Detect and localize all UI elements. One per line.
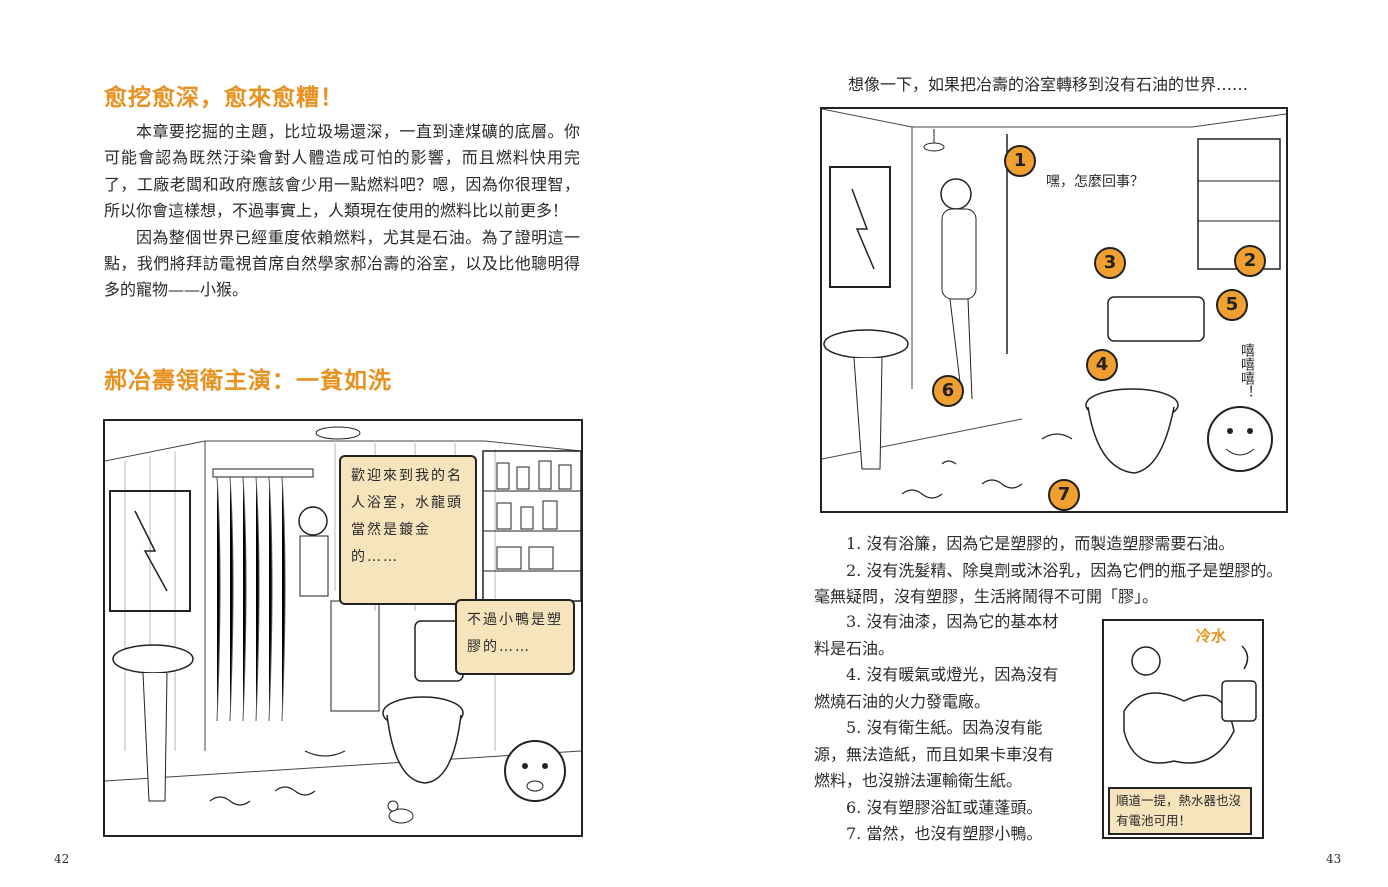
marker-badge: 1 <box>1004 145 1036 177</box>
list-full-width: 1. 沒有浴簾，因為它是塑膠的，而製造塑膠需要石油。 2. 沒有洗髮精、除臭劑或… <box>814 531 1292 611</box>
list-item: 2. 沒有洗髮精、除臭劑或沐浴乳，因為它們的瓶子是塑膠的。毫無疑問，沒有塑膠，生… <box>814 560 1283 607</box>
intro-text: 本章要挖掘的主題，比垃圾場還深，一直到達煤礦的底層。你可能會認為既然汙染會對人體… <box>104 119 580 304</box>
bathroom-illustration: 歡迎來到我的名人浴室，水龍頭當然是鍍金的…… 不過小鴨是塑膠的…… <box>103 419 583 837</box>
speech-bubble: 不過小鴨是塑膠的…… <box>455 599 575 675</box>
list-item: 4. 沒有暖氣或燈光，因為沒有燃燒石油的火力發電廠。 <box>814 665 1059 711</box>
sound-effect: 冷水 <box>1196 627 1227 645</box>
cold-water-drawing <box>1123 645 1257 764</box>
intro-line: 想像一下，如果把冶壽的浴室轉移到沒有石油的世界…… <box>848 75 1249 94</box>
panel-caption: 順道一提，熱水器也沒有電池可用！ <box>1108 787 1252 835</box>
list-item: 6. 沒有塑膠浴缸或蓮蓬頭。 <box>846 797 1043 817</box>
callout-text: 嘿，怎麼回事？ <box>1046 174 1144 190</box>
section-heading: 愈挖愈深，愈來愈糟！ <box>104 85 344 111</box>
list-item: 3. 沒有油漆，因為它的基本材料是石油。 <box>814 612 1059 658</box>
empty-bathroom-drawing <box>822 109 1286 499</box>
marker-badge: 6 <box>932 375 964 407</box>
callout-text: 嘻嘻嘻！ <box>1239 343 1255 399</box>
cold-water-illustration: 冷水 順道一提，熱水器也沒有電池可用！ <box>1102 619 1264 839</box>
list-wrapped: 3. 沒有油漆，因為它的基本材料是石油。 4. 沒有暖氣或燈光，因為沒有燃燒石油… <box>814 609 1066 848</box>
paragraph: 本章要挖掘的主題，比垃圾場還深，一直到達煤礦的底層。你可能會認為既然汙染會對人體… <box>104 122 580 221</box>
list-item: 5. 沒有衛生紙。因為沒有能源，無法造紙，而且如果卡車沒有燃料，也沒辦法運輸衛生… <box>814 718 1055 790</box>
right-page: 想像一下，如果把冶壽的浴室轉移到沒有石油的世界…… <box>694 0 1388 887</box>
page-number: 43 <box>1326 852 1342 866</box>
speech-bubble: 歡迎來到我的名人浴室，水龍頭當然是鍍金的…… <box>339 455 477 605</box>
left-page: 愈挖愈深，愈來愈糟！ 本章要挖掘的主題，比垃圾場還深，一直到達煤礦的底層。你可能… <box>54 85 583 866</box>
empty-bathroom-illustration: 嘿，怎麼回事？ 嘻嘻嘻！ 1 2 3 4 5 6 7 <box>820 107 1288 513</box>
list-item: 7. 當然，也沒有塑膠小鴨。 <box>846 824 1043 843</box>
marker-badge: 3 <box>1094 247 1126 279</box>
marker-badge: 5 <box>1216 289 1248 321</box>
marker-badge: 7 <box>1048 479 1080 511</box>
laugh-callout: 嘻嘻嘻！ <box>1224 323 1258 419</box>
list-item: 1. 沒有浴簾，因為它是塑膠的，而製造塑膠需要石油。 <box>846 534 1235 553</box>
page-number: 42 <box>54 852 70 866</box>
paragraph: 因為整個世界已經重度依賴燃料，尤其是石油。為了證明這一點，我們將拜訪電視首席自然… <box>104 227 580 300</box>
exclaim-callout: 嘿，怎麼回事？ <box>1030 159 1160 257</box>
section-heading: 郝冶壽領衛主演：一貧如洗 <box>104 368 392 394</box>
marker-badge: 4 <box>1086 349 1118 381</box>
marker-badge: 2 <box>1234 245 1266 277</box>
